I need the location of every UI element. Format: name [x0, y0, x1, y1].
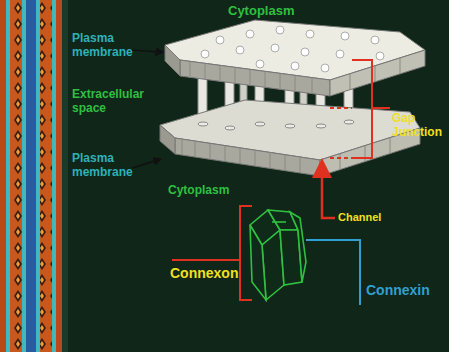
channel-ends	[198, 120, 354, 130]
gap-junction-bracket	[330, 60, 390, 158]
structure-label: Gap Junction	[392, 112, 446, 140]
region-label: Cytoplasm	[168, 184, 229, 198]
region-label: Cytoplasm	[228, 4, 294, 19]
structure-label: Channel	[338, 211, 381, 224]
lower-membrane	[160, 100, 420, 176]
pointer-arrow	[132, 160, 158, 168]
connexon-symbol	[250, 210, 306, 300]
upper-membrane	[165, 20, 425, 96]
region-label: Extracellular space	[72, 88, 158, 116]
structure-label: Connexin	[366, 282, 430, 298]
decorative-band	[0, 0, 68, 352]
membrane-label: Plasma membrane	[72, 32, 134, 60]
pointer-arrow	[132, 50, 160, 52]
structure-label: Connexon	[170, 265, 238, 281]
connexon-bracket	[172, 206, 252, 300]
channel-arrow	[322, 168, 335, 218]
connexin-bracket	[306, 240, 360, 305]
membrane-label: Plasma membrane	[72, 152, 134, 180]
